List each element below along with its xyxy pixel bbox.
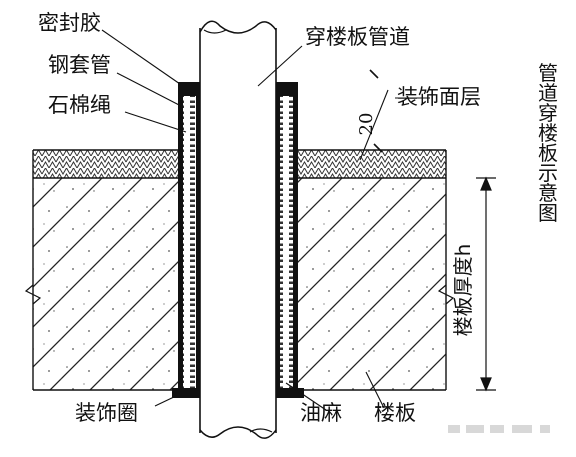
asbestos-rope-left [183, 96, 196, 388]
pipe [199, 20, 277, 439]
label-pipe: 穿楼板管道 [305, 25, 410, 49]
label-steel-sleeve: 钢套管 [48, 53, 111, 77]
label-asbestos-rope: 石棉绳 [48, 93, 111, 117]
slab-outline [32, 149, 447, 391]
sealant-left [178, 82, 200, 96]
sealant-right [276, 82, 298, 96]
label-slab: 楼板 [374, 401, 416, 425]
watermark [448, 425, 550, 433]
slab-thickness-dimension [476, 176, 496, 392]
sleeve-wall-right-outer [293, 84, 298, 395]
label-sealant: 密封胶 [38, 11, 101, 35]
finish-layer-left [33, 150, 178, 178]
label-dimension-20: 20 [356, 113, 377, 136]
side-title-text: 管道穿楼板示意图 [538, 61, 558, 225]
decor-ring-right [276, 388, 304, 398]
slab-right [298, 178, 446, 390]
finish-layer-right [298, 150, 446, 178]
dimension-20-mark [369, 69, 383, 153]
break-marks [24, 284, 455, 305]
label-finish-layer: 装饰面层 [397, 85, 481, 109]
side-title: 管道穿楼板示意图 [538, 61, 558, 225]
leader-lines [101, 29, 430, 411]
label-oakum: 油麻 [300, 401, 342, 425]
decor-ring-left [172, 388, 200, 398]
sleeve-wall-left-outer [178, 84, 183, 395]
label-decor-ring: 装饰圈 [75, 401, 138, 425]
label-slab-thickness: 楼板厚度h [451, 244, 475, 337]
asbestos-rope-right [280, 96, 293, 388]
sleeve-wall-right-inner [276, 84, 280, 395]
slab-left [33, 178, 178, 390]
sleeve-wall-left-inner [196, 84, 200, 395]
